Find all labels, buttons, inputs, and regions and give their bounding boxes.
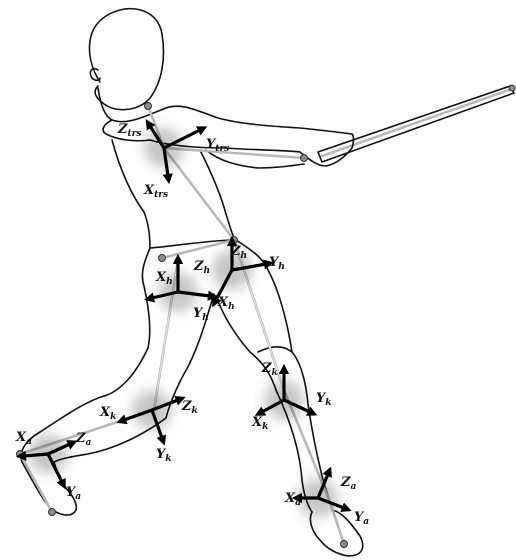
frame-knee-rear-y-label: Yk <box>156 447 172 464</box>
frame-trunk-z-label: Ztrs <box>117 122 141 139</box>
hand-joint-marker <box>301 155 308 162</box>
frame-hip-right-y-label: Yh <box>269 255 285 272</box>
torso-outline <box>98 88 354 248</box>
frame-ankle-front-y-label: Ya <box>354 510 369 527</box>
frame-hip-left-y-label: Yh <box>193 306 209 323</box>
bat <box>318 85 515 162</box>
frame-hip-left-z-label: Zh <box>193 259 210 276</box>
skeleton-lines <box>20 106 344 544</box>
joint-markers <box>17 103 348 548</box>
frame-knee-front-x-label: Xk <box>251 415 268 432</box>
ankle-rear-marker <box>17 451 24 458</box>
frame-ankle-rear-x-axis-arrow <box>24 454 48 456</box>
frame-hip-right-x-label: Xh <box>217 295 235 312</box>
hip-right-marker <box>231 237 238 244</box>
toe-rear-marker <box>49 509 56 516</box>
frame-knee-rear-z-label: Zk <box>181 399 198 416</box>
frame-hip-left-x-label: Xh <box>155 270 173 287</box>
frame-ankle-rear-y-label: Ya <box>66 485 81 502</box>
toe-front-marker <box>341 541 348 548</box>
frame-knee-front-y-label: Yk <box>316 391 332 408</box>
frame-knee-rear-x-label: Xk <box>99 405 116 422</box>
frame-ankle-front-z-label: Za <box>340 475 357 492</box>
hip-left-marker <box>159 255 166 262</box>
frame-ankle-rear-x-label: Xa <box>15 430 32 447</box>
head-outline <box>89 9 163 110</box>
frame-trunk-y-label: Ytrs <box>206 137 229 154</box>
frame-trunk-x-label: Xtrs <box>143 183 168 200</box>
neck-joint-marker <box>145 103 152 110</box>
frame-ankle-rear-z-label: Za <box>75 431 92 448</box>
